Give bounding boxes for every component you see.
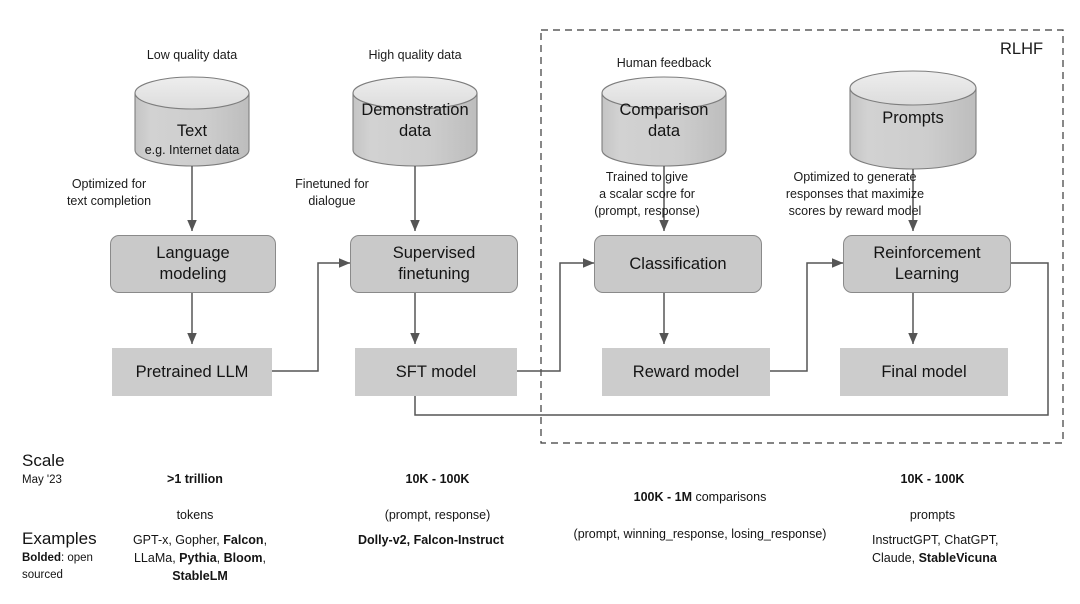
examples-label-note-line2: sourced <box>22 568 63 581</box>
scale-pretraining-primary: >1 trillion <box>167 472 223 487</box>
datastore-comparison <box>601 76 727 167</box>
scale-sft-primary: 10K - 100K <box>405 472 470 487</box>
datastore-text <box>134 76 250 167</box>
examples-line: LLaMa, Pythia, Bloom, <box>125 549 275 567</box>
caption-high-quality-data: High quality data <box>368 48 462 62</box>
examples-segment: , <box>262 551 266 566</box>
scale-sft-secondary: (prompt, response) <box>384 508 491 523</box>
model-box-final-model[interactable]: Final model <box>840 348 1008 396</box>
scale-cell-rl: 10K - 100K prompts <box>855 452 1010 543</box>
examples-row-label: Examples Bolded: open sourced <box>22 528 97 583</box>
examples-segment: StableVicuna <box>918 551 997 566</box>
edge-label-optimized-generate: Optimized to generate responses that max… <box>785 170 925 218</box>
examples-line: InstructGPT, ChatGPT, <box>872 531 1080 549</box>
process-box-reinforcement-learning[interactable]: Reinforcement Learning <box>843 235 1011 293</box>
examples-line: GPT-x, Gopher, Falcon, <box>125 531 275 549</box>
examples-cell-pretraining: GPT-x, Gopher, Falcon,LLaMa, Pythia, Blo… <box>125 531 275 585</box>
examples-segment: InstructGPT, ChatGPT, <box>872 533 999 547</box>
scale-cell-pretraining: >1 trillion tokens <box>125 452 265 543</box>
examples-segment: Pythia <box>179 551 217 566</box>
datastore-prompts <box>849 70 977 170</box>
edge-label-finetuned-dialogue: Finetuned for dialogue <box>295 177 369 208</box>
model-box-pretrained-llm[interactable]: Pretrained LLM <box>112 348 272 396</box>
scale-label-date: May '23 <box>22 474 62 487</box>
examples-segment: LLaMa, <box>133 551 180 566</box>
arrow-sftmodel-feedback-to-rl <box>414 258 1049 416</box>
scale-reward-primary-suffix: comparisons <box>692 490 767 505</box>
process-box-language-modeling[interactable]: Language modeling <box>110 235 276 293</box>
examples-segment: StableLM <box>172 569 228 584</box>
caption-human-feedback: Human feedback <box>616 56 712 70</box>
examples-label-text: Examples <box>22 529 97 548</box>
rlhf-region-label: RLHF <box>1000 40 1044 58</box>
scale-cell-reward: 100K - 1M comparisons (prompt, winning_r… <box>545 452 855 561</box>
process-box-supervised-finetuning[interactable]: Supervised finetuning <box>350 235 518 293</box>
arrow-pretrained-to-sft <box>272 258 351 372</box>
scale-rl-secondary: prompts <box>909 508 956 523</box>
examples-segment: , <box>216 551 224 566</box>
scale-cell-sft: 10K - 100K (prompt, response) <box>350 452 525 543</box>
examples-label-note-bold: Bolded <box>22 552 61 565</box>
examples-segment: Bloom <box>223 551 263 566</box>
examples-cell-rl: InstructGPT, ChatGPT, Claude, StableVicun… <box>872 531 1080 567</box>
examples-segment: Dolly-v2, Falcon-Instruct <box>358 533 504 547</box>
scale-label-text: Scale <box>22 451 65 470</box>
examples-label-note: Bolded: open <box>22 550 97 567</box>
arrow-reward-to-rl <box>770 258 844 372</box>
scale-pretraining-secondary: tokens <box>176 508 214 523</box>
scale-row-label: Scale May '23 <box>22 450 65 489</box>
examples-segment: Claude, <box>872 551 919 566</box>
scale-reward-primary-line: 100K - 1M comparisons <box>545 470 855 506</box>
examples-cell-sft: Dolly-v2, Falcon-Instruct <box>358 531 588 549</box>
process-box-classification[interactable]: Classification <box>594 235 762 293</box>
scale-rl-primary: 10K - 100K <box>900 472 965 487</box>
examples-line: Claude, StableVicuna <box>872 549 1080 567</box>
caption-low-quality-data: Low quality data <box>146 48 238 62</box>
edge-label-trained-scalar-score: Trained to give a scalar score for (prom… <box>594 170 700 218</box>
examples-line: StableLM <box>125 567 275 585</box>
scale-reward-primary: 100K - 1M <box>633 490 692 505</box>
examples-segment: , <box>263 533 268 547</box>
examples-label-note-rest: : open <box>60 552 93 565</box>
scale-reward-secondary: (prompt, winning_response, losing_respon… <box>573 526 827 541</box>
datastore-demonstration <box>352 76 478 167</box>
examples-line: Dolly-v2, Falcon-Instruct <box>358 531 588 549</box>
examples-segment: Falcon <box>223 533 264 547</box>
model-box-reward-model[interactable]: Reward model <box>602 348 770 396</box>
edge-label-optimized-text-completion: Optimized for text completion <box>66 177 152 208</box>
arrow-sftmodel-to-classification <box>517 258 595 372</box>
model-box-sft-model[interactable]: SFT model <box>355 348 517 396</box>
examples-segment: GPT-x, Gopher, <box>132 533 224 547</box>
